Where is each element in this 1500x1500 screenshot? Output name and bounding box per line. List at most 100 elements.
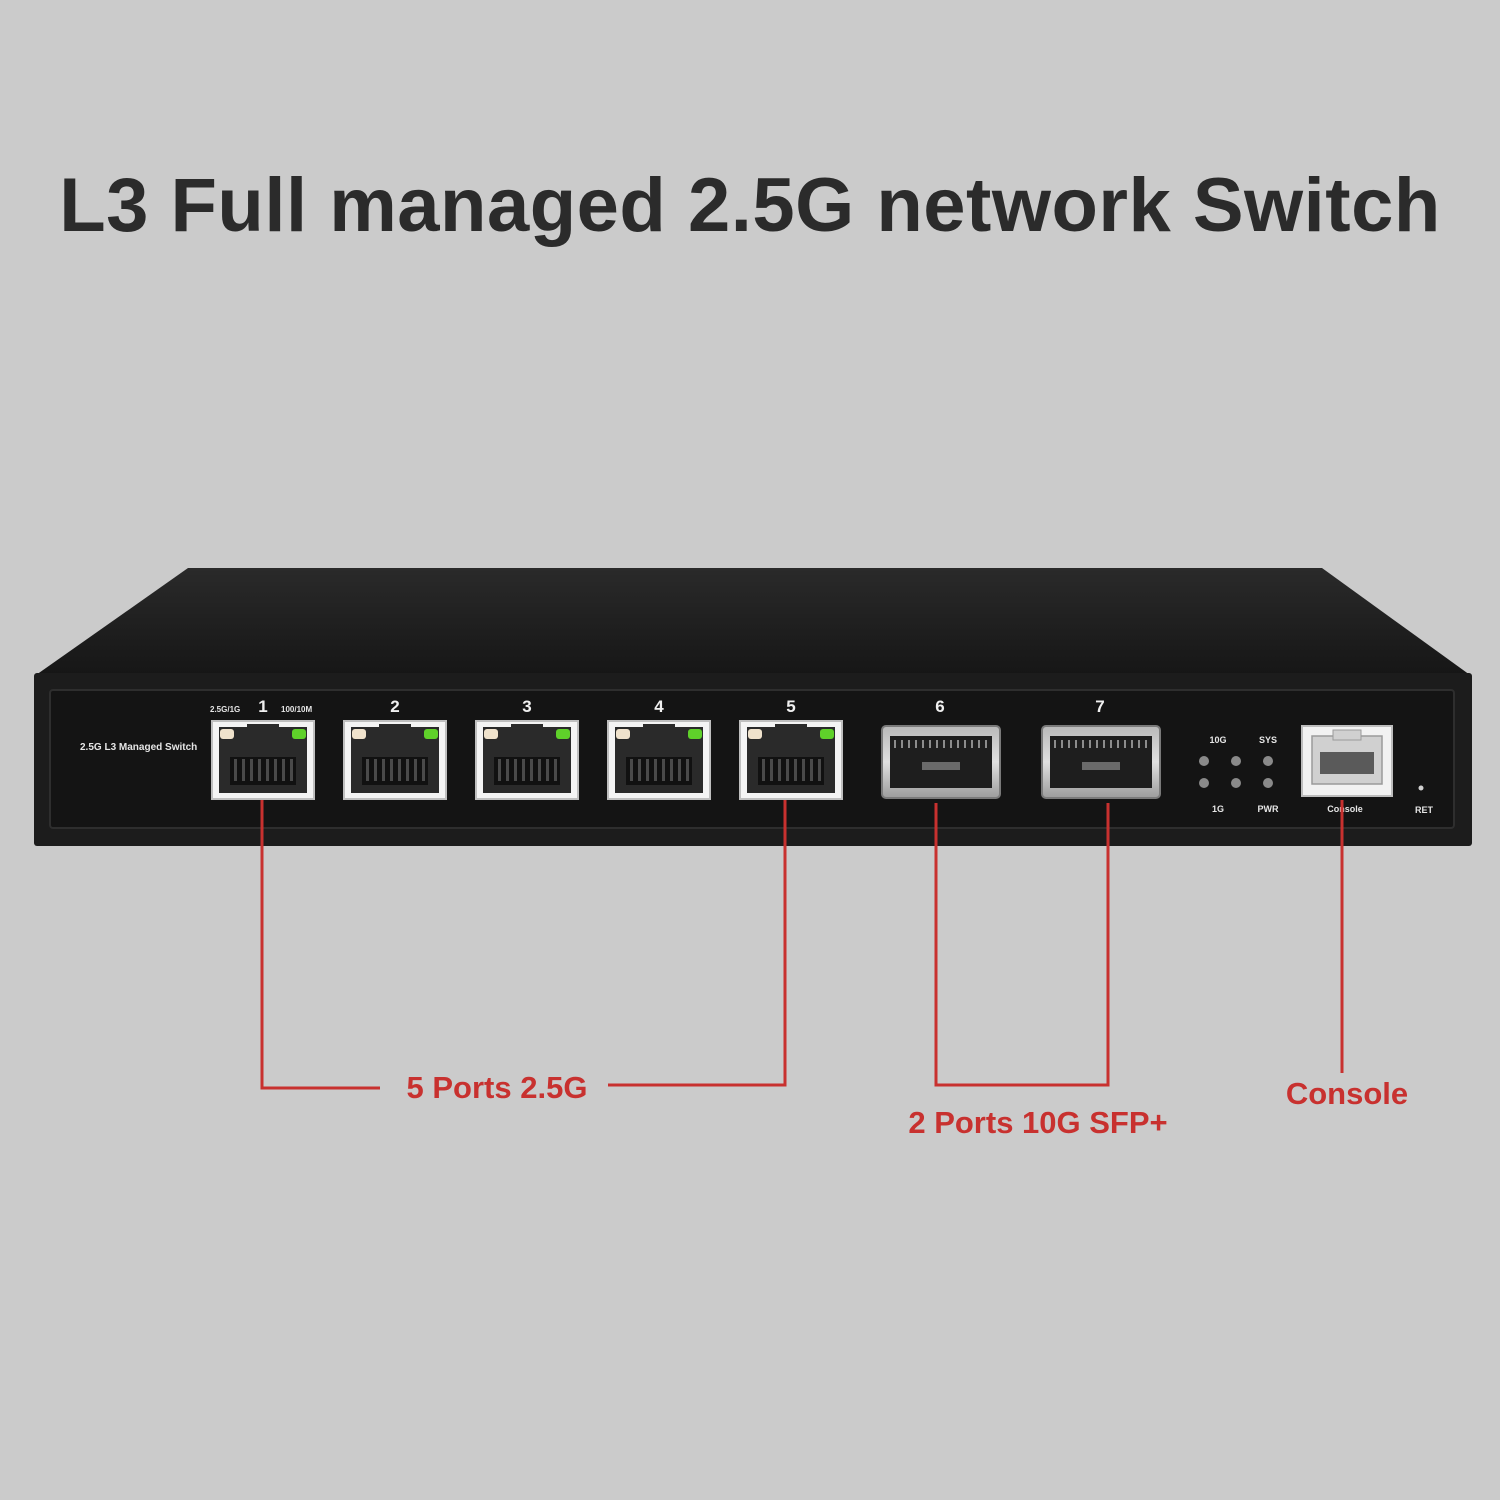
sfp-vent xyxy=(1068,740,1070,748)
sfp-vent xyxy=(1124,740,1126,748)
rj45-pin xyxy=(242,759,245,781)
rj45-pin xyxy=(530,759,533,781)
rj45-pin xyxy=(514,759,517,781)
sfp-vent xyxy=(1145,740,1147,748)
sfp-vent xyxy=(1096,740,1098,748)
rj45-pin xyxy=(762,759,765,781)
page-title: L3 Full managed 2.5G network Switch xyxy=(59,163,1441,248)
sfp-latch xyxy=(922,762,960,770)
sfp-vent xyxy=(894,740,896,748)
callout-line-sfp xyxy=(934,803,1110,1087)
sfp-port-number: 7 xyxy=(1095,697,1104,716)
reset-button[interactable] xyxy=(1418,785,1424,791)
rj45-port-number: 1 xyxy=(258,697,267,716)
rj45-pin xyxy=(670,759,673,781)
led-label-10g: 10G xyxy=(1209,735,1226,745)
sfp-port-6[interactable] xyxy=(881,725,1001,799)
sfp-vent xyxy=(971,740,973,748)
rj45-port-1[interactable] xyxy=(211,720,315,800)
rj45-pin xyxy=(818,759,821,781)
sfp-vent xyxy=(1054,740,1056,748)
led-10g-b xyxy=(1231,756,1241,766)
rj45-pin xyxy=(258,759,261,781)
sfp-vent xyxy=(1103,740,1105,748)
rj45-pin xyxy=(274,759,277,781)
rj45-port-latch xyxy=(247,724,279,736)
led-label-sys: SYS xyxy=(1259,735,1277,745)
sfp-port-number: 6 xyxy=(935,697,944,716)
rj45-port-4[interactable] xyxy=(607,720,711,800)
rj45-pin xyxy=(646,759,649,781)
rj45-port-latch xyxy=(643,724,675,736)
callout-line-rj45-left xyxy=(260,800,380,1090)
rj45-pin xyxy=(678,759,681,781)
callout-console: Console xyxy=(1286,1076,1408,1111)
led-label-1g: 1G xyxy=(1212,804,1224,814)
sfp-port-7[interactable] xyxy=(1041,725,1161,799)
rj45-led-right xyxy=(424,729,438,739)
rj45-led-left xyxy=(352,729,366,739)
rj45-led-left xyxy=(220,729,234,739)
rj45-pin xyxy=(290,759,293,781)
sfp-vent xyxy=(957,740,959,748)
rj45-port-number: 3 xyxy=(522,697,531,716)
sfp-vent xyxy=(978,740,980,748)
sfp-vent xyxy=(985,740,987,748)
callout-lines xyxy=(260,800,1344,1090)
led-sys xyxy=(1263,756,1273,766)
rj45-port-number: 5 xyxy=(786,697,795,716)
led-label-pwr: PWR xyxy=(1258,804,1279,814)
sfp-vent xyxy=(950,740,952,748)
led-pwr xyxy=(1263,778,1273,788)
rj45-port-5[interactable] xyxy=(739,720,843,800)
sfp-vent xyxy=(1131,740,1133,748)
rj45-led-right xyxy=(292,729,306,739)
console-port[interactable] xyxy=(1301,725,1393,797)
rj45-pin xyxy=(406,759,409,781)
sfp-vent xyxy=(1138,740,1140,748)
rj45-pin xyxy=(770,759,773,781)
rj45-pin xyxy=(638,759,641,781)
rj45-port-3[interactable] xyxy=(475,720,579,800)
rj45-pin xyxy=(498,759,501,781)
rj45-pin xyxy=(366,759,369,781)
sfp-vent xyxy=(915,740,917,748)
callout-sfp: 2 Ports 10G SFP+ xyxy=(908,1105,1167,1140)
sfp-vent xyxy=(943,740,945,748)
rj45-pin xyxy=(250,759,253,781)
rj45-port-latch xyxy=(775,724,807,736)
led-1g-b xyxy=(1231,778,1241,788)
rj45-pin xyxy=(794,759,797,781)
rj45-port-latch xyxy=(379,724,411,736)
rj45-led-left xyxy=(616,729,630,739)
led-1g-a xyxy=(1199,778,1209,788)
sfp-latch xyxy=(1082,762,1120,770)
rj45-pin xyxy=(662,759,665,781)
rj45-pin xyxy=(414,759,417,781)
rj45-port-2[interactable] xyxy=(343,720,447,800)
speed-label-left: 2.5G/1G xyxy=(210,705,240,714)
model-label: 2.5G L3 Managed Switch xyxy=(80,742,197,753)
rj45-pin xyxy=(554,759,557,781)
rj45-pin xyxy=(282,759,285,781)
rj45-pin xyxy=(390,759,393,781)
sfp-vent xyxy=(908,740,910,748)
reset-label: RET xyxy=(1415,805,1434,815)
rj45-led-right xyxy=(556,729,570,739)
sfp-vent xyxy=(936,740,938,748)
rj45-pin xyxy=(654,759,657,781)
callout-line-rj45-right xyxy=(608,800,787,1087)
rj45-port-latch xyxy=(511,724,543,736)
sfp-vent xyxy=(1082,740,1084,748)
led-10g-a xyxy=(1199,756,1209,766)
rj45-port-pins xyxy=(230,757,296,785)
rj45-pin xyxy=(266,759,269,781)
rj45-pin xyxy=(538,759,541,781)
sfp-vent xyxy=(1117,740,1119,748)
rj45-led-right xyxy=(820,729,834,739)
sfp-vent xyxy=(964,740,966,748)
rj45-led-right xyxy=(688,729,702,739)
rj45-pin xyxy=(786,759,789,781)
console-panel-label: Console xyxy=(1327,804,1363,814)
